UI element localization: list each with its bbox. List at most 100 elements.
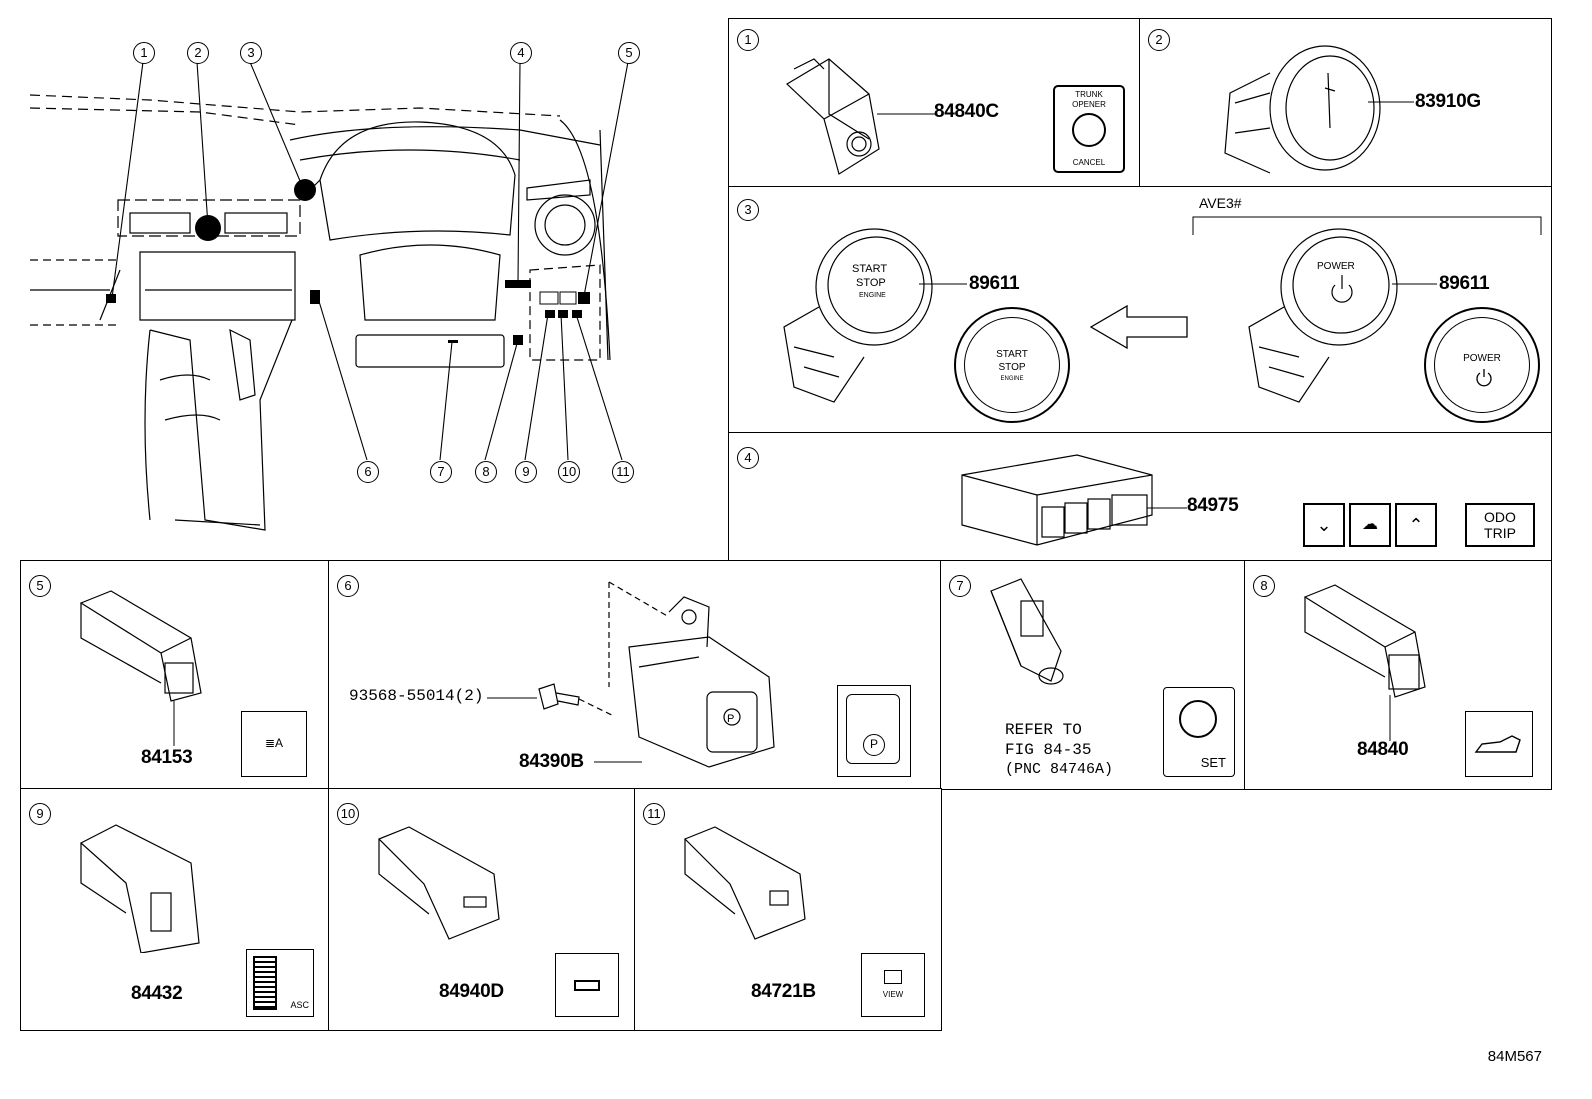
panel-7: 7 REFER TO FIG 84-35 (PNC 84746A) SET [940, 560, 1246, 790]
part-number-89611-b: 89611 [1439, 273, 1490, 294]
trip-label: TRIP [1484, 525, 1516, 541]
panel-8: 8 84840 [1244, 560, 1552, 790]
camera-view-switch-drawing [683, 826, 806, 940]
svg-text:ENGINE: ENGINE [859, 292, 886, 299]
dashboard-overview: 1 2 3 4 5 6 7 8 9 10 11 [0, 0, 728, 560]
part-number-84940D: 84940D [439, 981, 504, 1002]
asc-switch-drawing [79, 824, 200, 953]
part-number-84721B: 84721B [751, 981, 816, 1002]
power-symbol-icon [1476, 369, 1492, 387]
leader-line [173, 701, 175, 746]
callout-7: 7 [430, 461, 452, 483]
illumination-key-icon: ☁ [1349, 503, 1391, 547]
panel-3: 3 AVE3# START STOP ENGINE 89611 START ST… [728, 186, 1552, 434]
svg-text:P: P [727, 713, 734, 725]
rear-sunshade-icon [555, 953, 619, 1017]
variant-label: AVE3# [1199, 195, 1242, 211]
cancel-label: CANCEL [1072, 158, 1106, 167]
asc-label: ASC [290, 1000, 309, 1010]
panel-number: 8 [1253, 575, 1275, 597]
parking-brake-switch-drawing: P [608, 581, 775, 768]
ignition-switch-drawing [1224, 45, 1381, 174]
start-stop-inner-ring [964, 317, 1060, 413]
callout-3: 3 [240, 42, 262, 64]
callout-9: 9 [515, 461, 537, 483]
asc-key-icon [253, 956, 277, 1010]
trunk-switch-drawing [1303, 584, 1426, 698]
variant-bracket [1192, 216, 1542, 235]
start-stop-button-drawing: START STOP ENGINE [783, 228, 933, 403]
trunk-opener-switch-drawing [786, 58, 880, 175]
auto-headlamp-icon: ≣A [241, 711, 307, 777]
panel-number: 11 [643, 803, 665, 825]
panel-number: 5 [29, 575, 51, 597]
tire-pressure-set-icon: SET [1163, 687, 1235, 777]
part-number-93568-55014: 93568-55014(2) [349, 687, 484, 705]
panel-number: 4 [737, 447, 759, 469]
trunk-opener-button-icon [1072, 113, 1106, 147]
start-label: START [996, 349, 1028, 360]
panel-2: 2 83910G [1139, 18, 1552, 188]
panel-6: 6 P 93568-55014(2) 84390B P [328, 560, 942, 790]
part-number-84840: 84840 [1357, 739, 1409, 760]
part-number-84153: 84153 [141, 747, 193, 768]
callout-11: 11 [612, 461, 634, 483]
callout-1: 1 [133, 42, 155, 64]
camera-view-icon: VIEW [861, 953, 925, 1017]
trunk-open-icon [1465, 711, 1533, 777]
callout-5: 5 [618, 42, 640, 64]
callout-2: 2 [187, 42, 209, 64]
engine-label: ENGINE [1000, 376, 1024, 382]
leader-line [1147, 507, 1187, 509]
panel-9: 9 84432 ASC [20, 788, 330, 1031]
parking-brake-icon: P [837, 685, 911, 777]
parking-brake-key [846, 694, 900, 764]
leader-line [1392, 283, 1437, 285]
panel-11: 11 84721B VIEW [634, 788, 942, 1031]
bolt-drawing [538, 683, 614, 717]
start-stop-button-icon: START STOP ENGINE [954, 307, 1070, 423]
set-button-icon [1179, 700, 1217, 738]
leader-line [919, 283, 967, 285]
power-button-drawing: POWER [1248, 228, 1398, 403]
panel-5: 5 84153 ≣A [20, 560, 330, 790]
panel-number: 2 [1148, 29, 1170, 51]
callout-8: 8 [475, 461, 497, 483]
car-silhouette-icon [1474, 735, 1521, 753]
part-number-89611-a: 89611 [969, 273, 1020, 294]
refer-to-label: REFER TO [1005, 721, 1082, 739]
refer-pnc-label: (PNC 84746A) [1005, 761, 1114, 778]
leader-line [877, 113, 935, 115]
panel-1: 1 84840C TRUNK OPENER CANCEL [728, 18, 1141, 188]
down-key-icon: ⌄ [1303, 503, 1345, 547]
dashboard-drawing [29, 61, 629, 531]
leader-line [1368, 101, 1414, 103]
callout-6: 6 [357, 461, 379, 483]
svg-text:START: START [852, 263, 887, 275]
panel-4: 4 84975 ⌄ ☁ ⌃ ODO TRIP [728, 432, 1552, 562]
callout-4: 4 [510, 42, 532, 64]
part-number-84432: 84432 [131, 983, 183, 1004]
stop-label: STOP [998, 362, 1026, 373]
part-number-83910G: 83910G [1415, 91, 1481, 112]
panel-10: 10 84940D [328, 788, 636, 1031]
power-inner-ring [1434, 317, 1530, 413]
parking-brake-symbol-icon: P [863, 734, 885, 756]
panel-number: 10 [337, 803, 359, 825]
panel-number: 1 [737, 29, 759, 51]
panel-number: 7 [949, 575, 971, 597]
odo-label: ODO [1484, 509, 1516, 525]
power-label: POWER [1463, 353, 1501, 364]
view-label: VIEW [882, 990, 904, 999]
callout-10: 10 [558, 461, 580, 483]
opener-label: OPENER [1072, 100, 1106, 109]
refer-fig-label: FIG 84-35 [1005, 741, 1092, 759]
up-key-icon: ⌃ [1395, 503, 1437, 547]
asc-switch-icon: ASC [246, 949, 314, 1017]
diagram-code: 84M567 [1487, 1048, 1542, 1065]
meter-control-switch-drawing [961, 454, 1153, 546]
panel-number: 6 [337, 575, 359, 597]
svg-text:POWER: POWER [1317, 261, 1355, 272]
camera-glyph [884, 970, 902, 984]
set-label: SET [1200, 755, 1226, 770]
